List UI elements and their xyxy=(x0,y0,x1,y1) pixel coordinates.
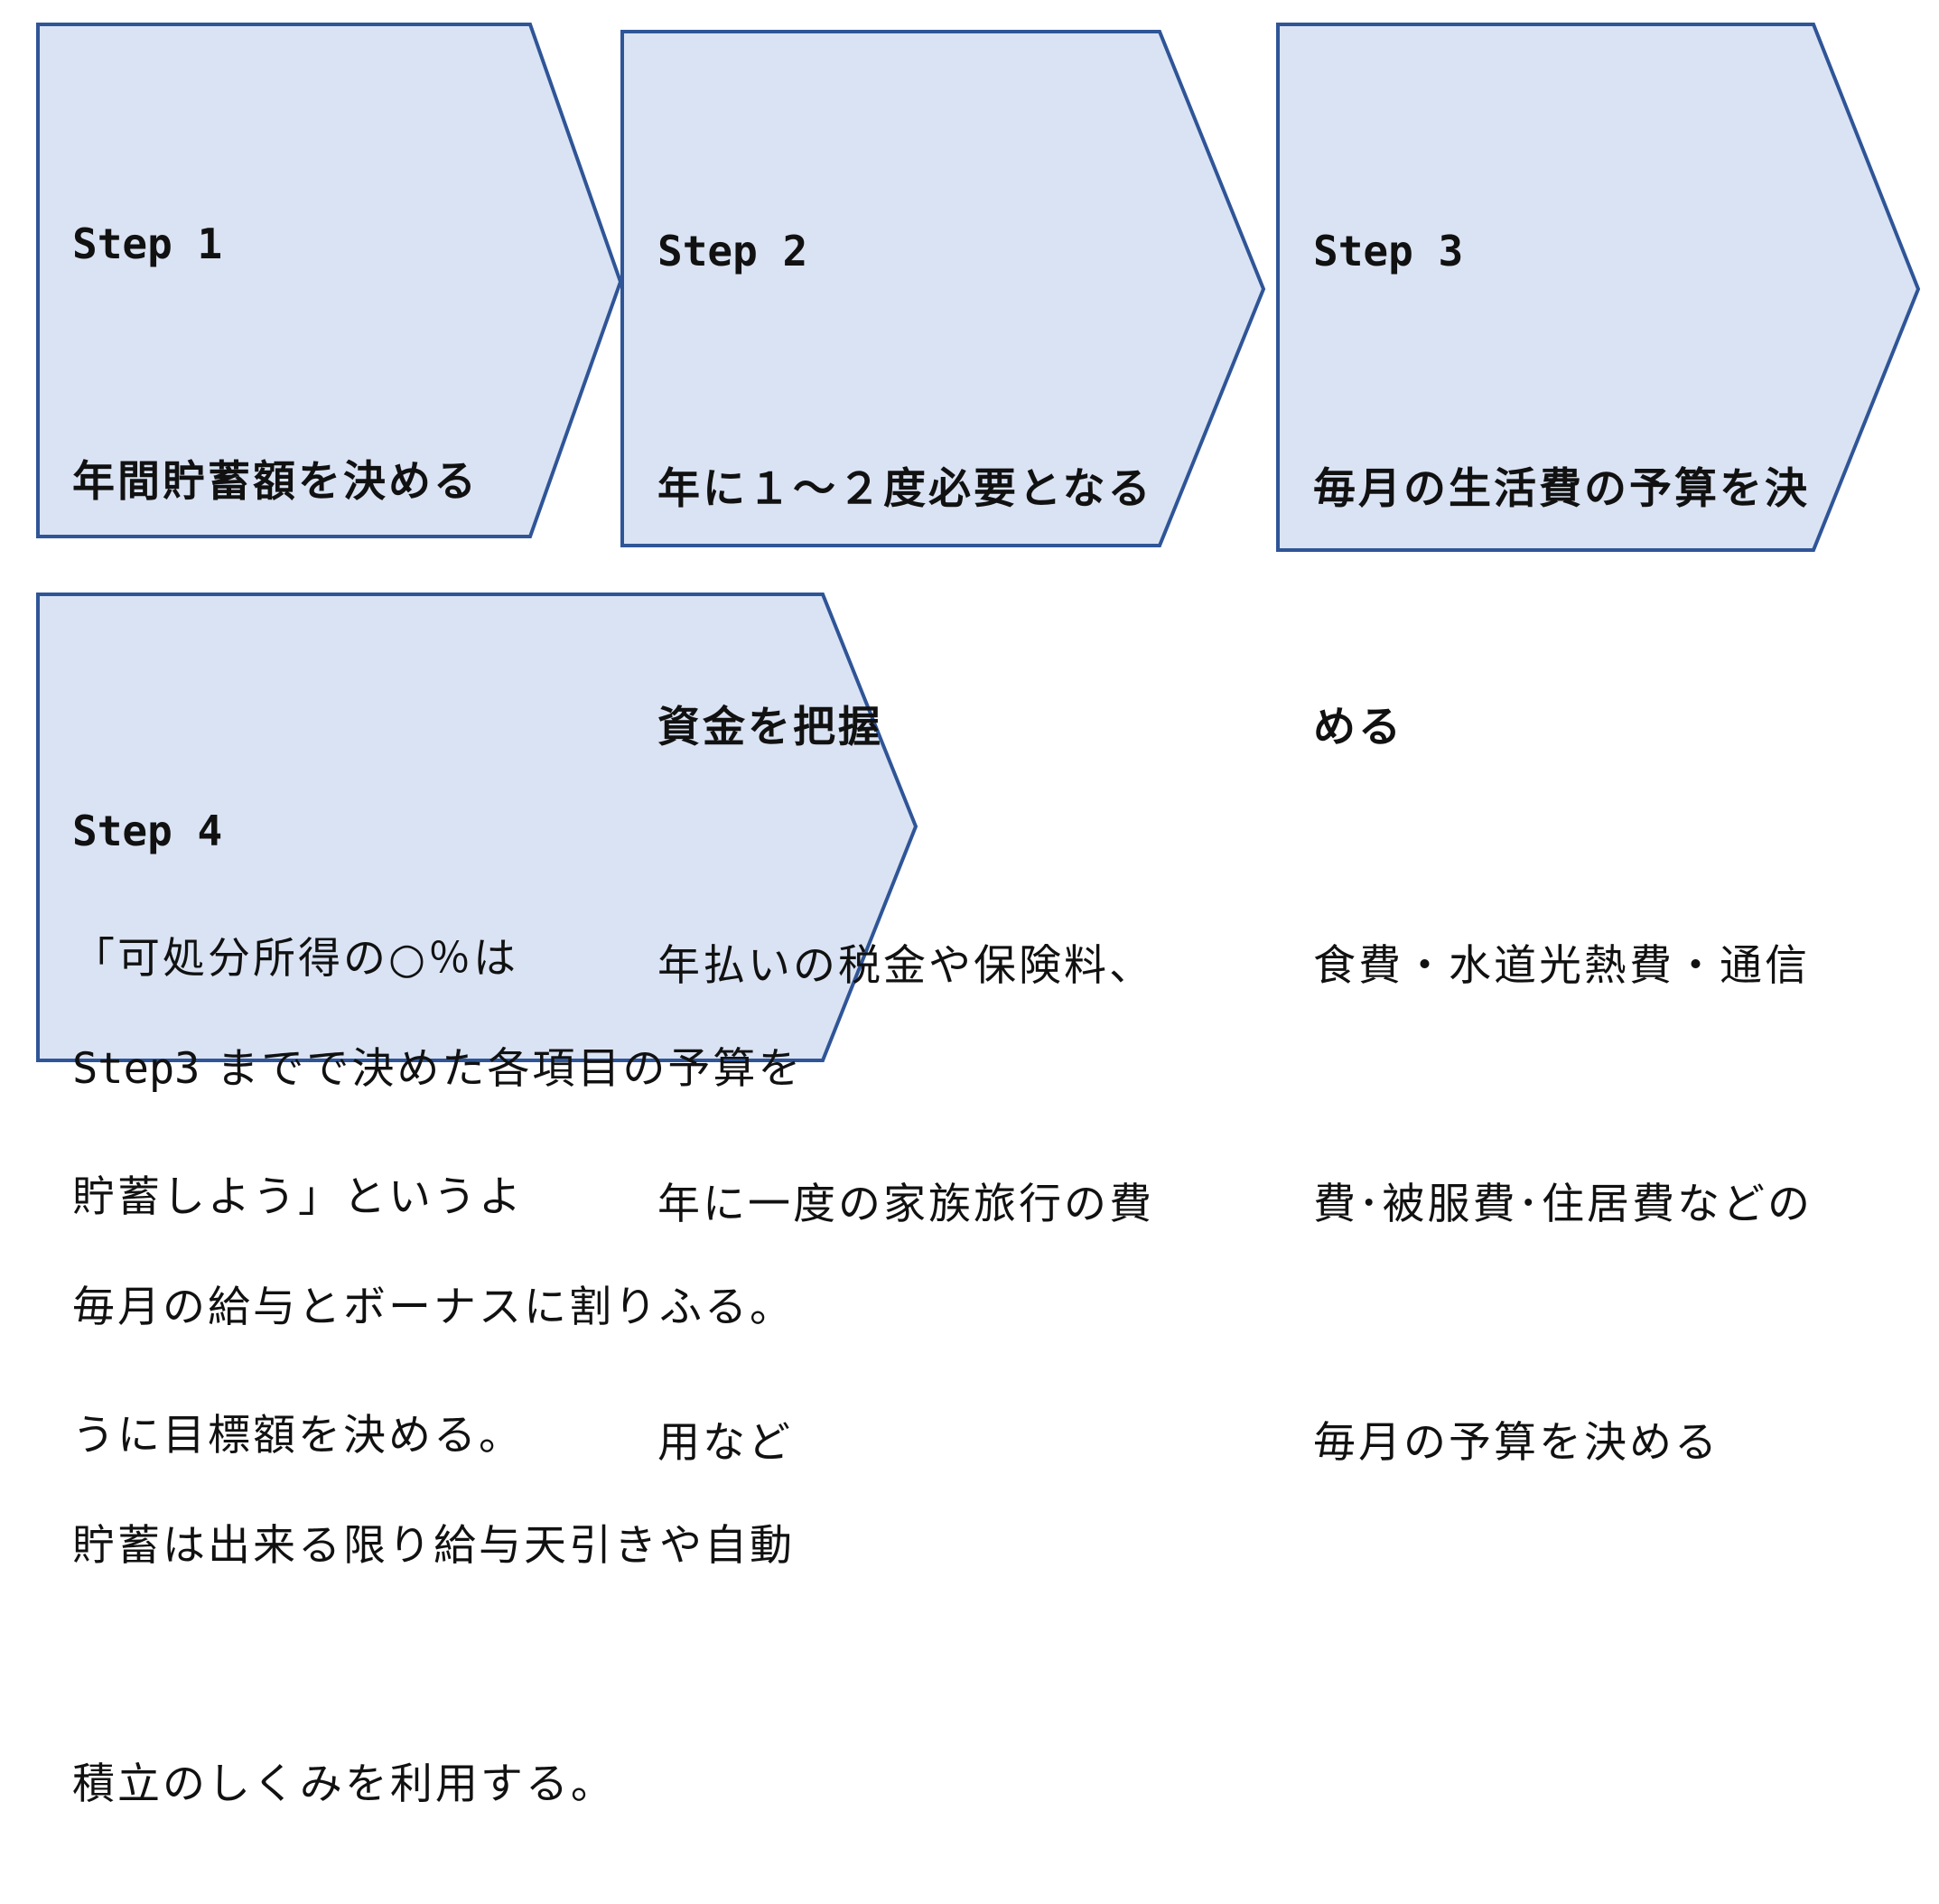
step-2-label: Step 2 xyxy=(657,227,808,275)
step-4-text: Step 4 Step3 までで決めた各項目の予算を 毎月の給与とボーナスに割り… xyxy=(72,632,803,1904)
step-4-label: Step 4 xyxy=(72,807,223,855)
step-2-chevron-shape xyxy=(620,30,1266,547)
step-3-title-line-2: める xyxy=(1313,703,1403,752)
step-1-chevron-shape xyxy=(36,23,623,538)
step-flow-diagram xyxy=(36,23,1921,1062)
step-3-body-line-3: 毎月の予算を決める xyxy=(1313,1418,1720,1468)
step-1-label: Step 1 xyxy=(72,219,223,268)
step-3-body-line-1: 食費・水道光熱費・通信 xyxy=(1313,941,1810,991)
step-4-body-line-1: Step3 までで決めた各項目の予算を xyxy=(72,1030,803,1109)
step-2-body-line-1: 年払いの税金や保険料、 xyxy=(657,941,1154,991)
step-4-body-line-3: 貯蓄は出来る限り給与天引きや自動 xyxy=(72,1521,795,1571)
step-4-body-line-2: 毎月の給与とボーナスに割りふる。 xyxy=(72,1283,795,1332)
step-1-body-line-1: 「可処分所得の○％は xyxy=(72,934,519,984)
step-3-title-line-1: 毎月の生活費の予算を決 xyxy=(1313,464,1810,514)
step-4-body-prefix: Step3 xyxy=(72,1044,200,1094)
step-3-body-line-2: 費･被服費･住居費などの xyxy=(1313,1180,1813,1229)
step-2-title-line-2: 資金を把握 xyxy=(657,703,883,752)
step-4-body-line-1-text: までで決めた各項目の予算を xyxy=(216,1044,804,1094)
step-4-chevron-shape xyxy=(36,593,918,1062)
step-3-text: Step 3 毎月の生活費の予算を決 める 食費・水道光熱費・通信 費･被服費･… xyxy=(1313,52,1813,1563)
step-2-title-line-1: 年に１～２度必要となる xyxy=(657,464,1153,514)
step-3-chevron-shape xyxy=(1276,23,1921,552)
step-1-title: 年間貯蓄額を決める xyxy=(72,457,479,507)
step-3-label: Step 3 xyxy=(1313,227,1464,275)
step-4-body-line-4: 積立のしくみを利用する。 xyxy=(72,1759,616,1809)
